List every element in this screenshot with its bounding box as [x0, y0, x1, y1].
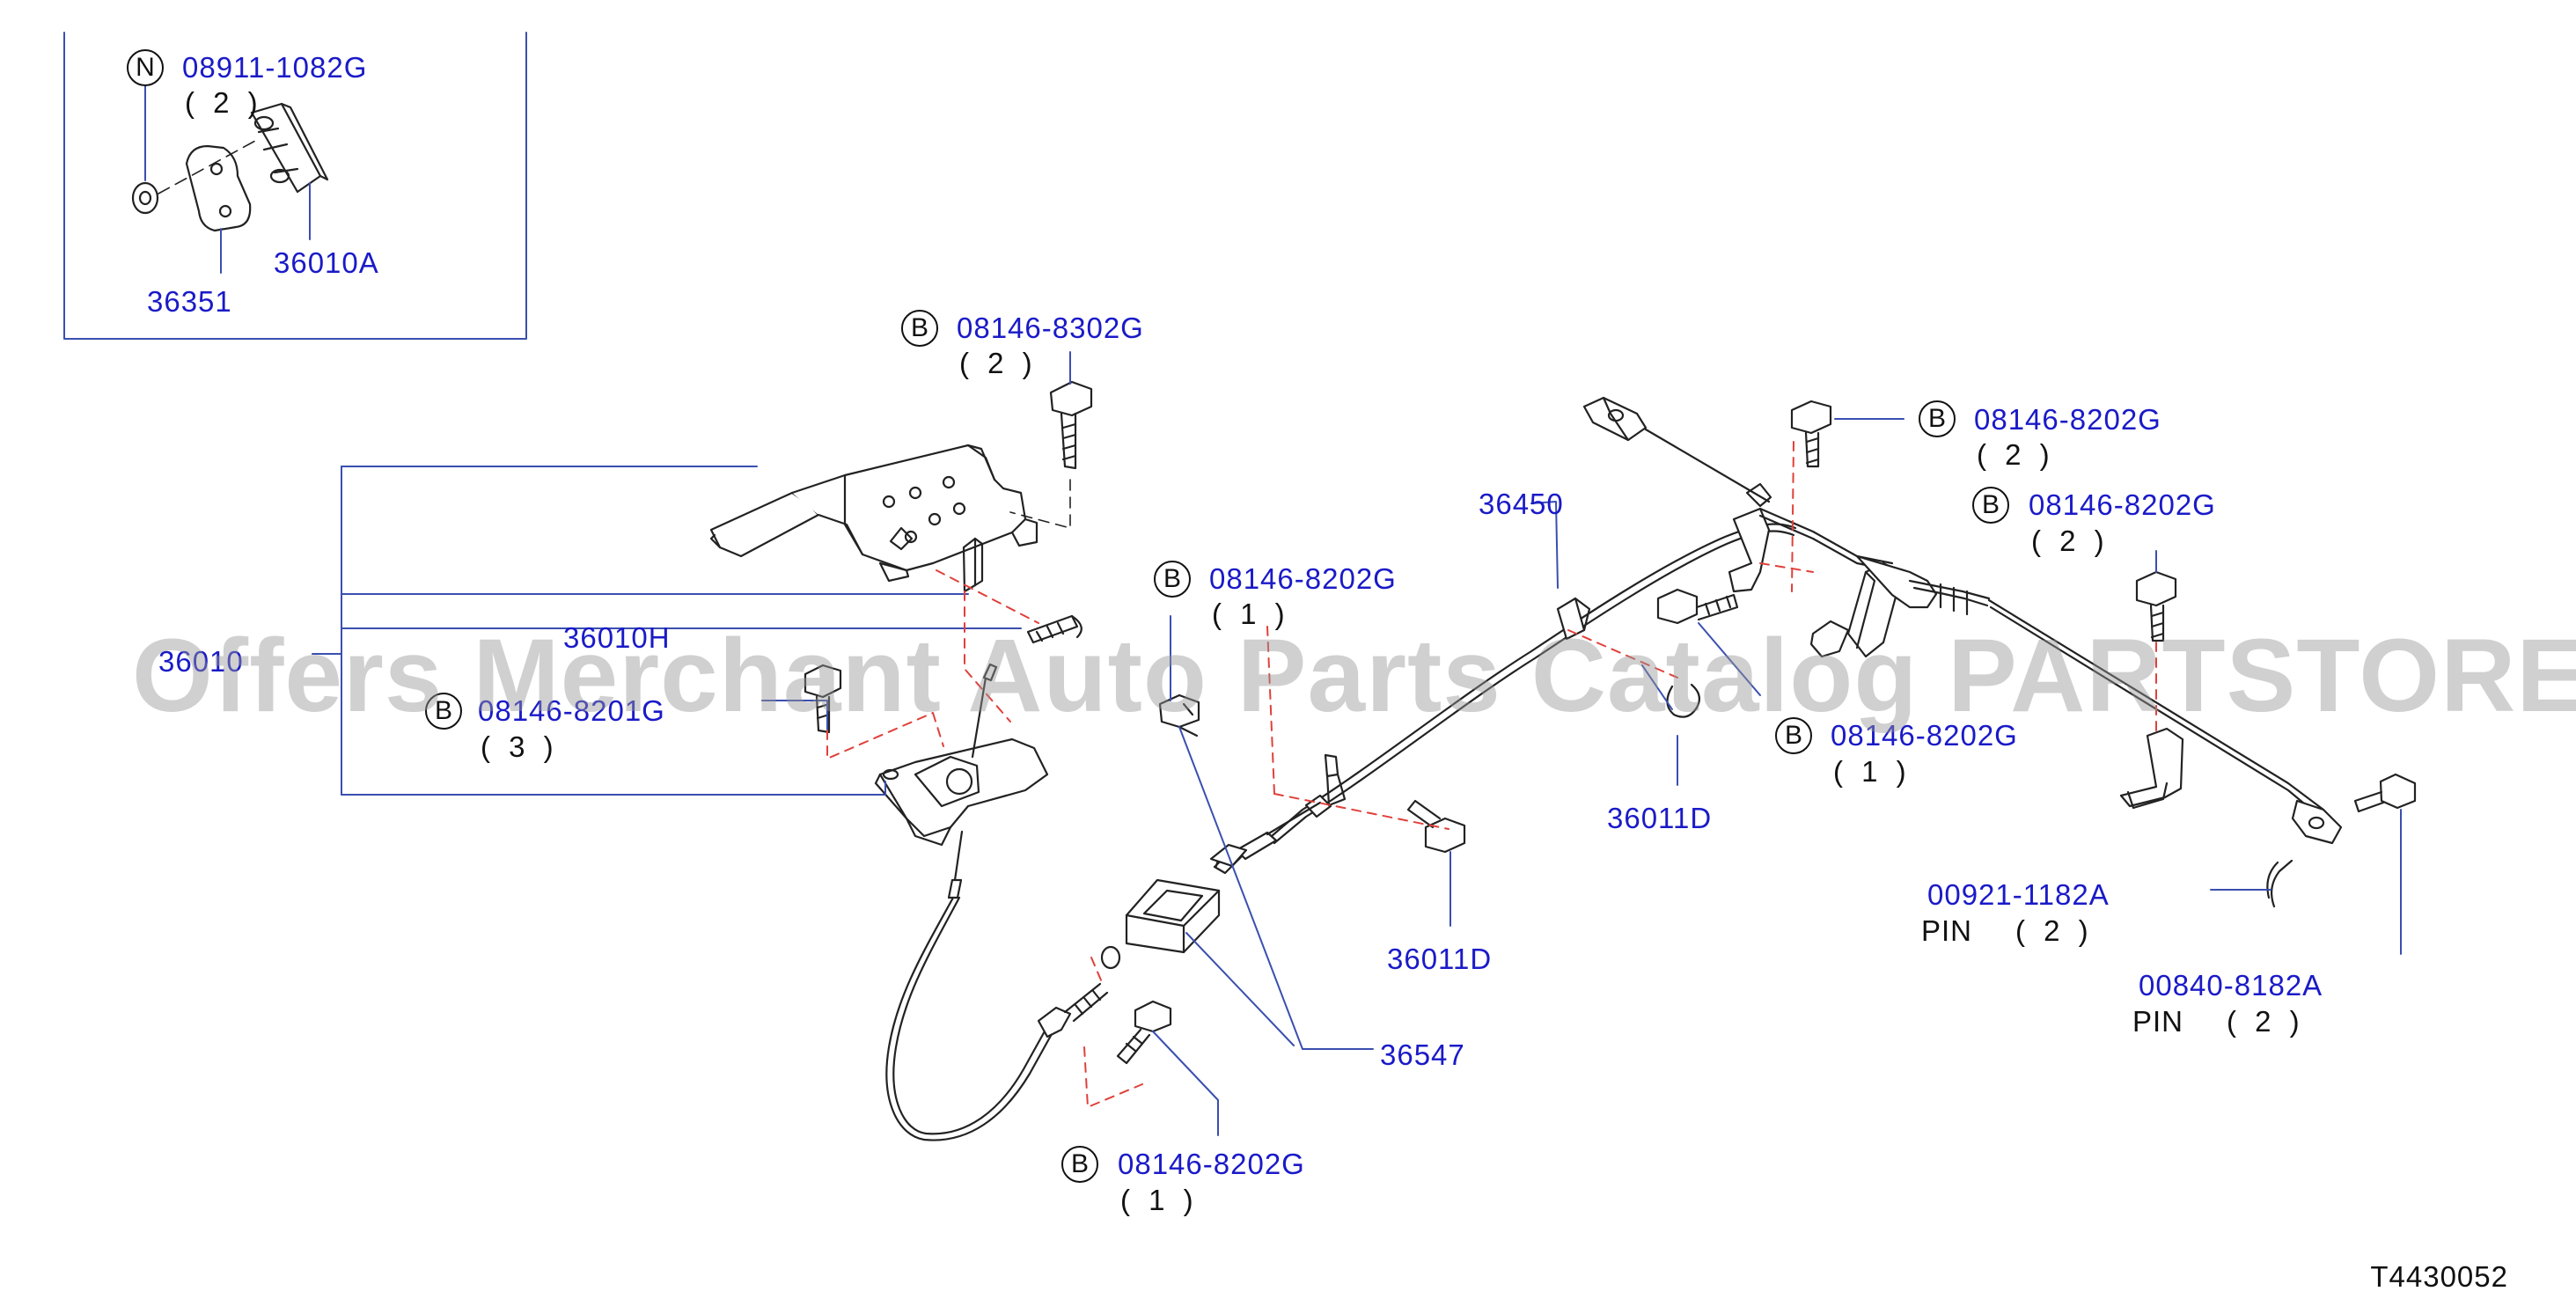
- part-number-08911-1082g[interactable]: 08911-1082G: [182, 51, 368, 84]
- grommet-36547: [1125, 878, 1221, 954]
- front-cable: [885, 663, 1109, 1141]
- part-number-36351[interactable]: 36351: [147, 285, 232, 318]
- badge-b-8202-a: B: [1154, 561, 1191, 598]
- badge-b-8201: B: [425, 693, 462, 730]
- qty-00840: ( 2 ): [2227, 1005, 2305, 1038]
- equalizer-bracket: [874, 737, 1049, 847]
- part-number-08146-8302g[interactable]: 08146-8302G: [957, 312, 1144, 344]
- bolt-8202-right: [2135, 570, 2177, 642]
- inset-frame: [63, 32, 527, 340]
- part-number-08146-8202g-a[interactable]: 08146-8202G: [1209, 562, 1397, 595]
- group-36010-lines: [312, 466, 1022, 796]
- clip-36011d: [1666, 683, 1701, 718]
- part-number-36450[interactable]: 36450: [1479, 488, 1564, 520]
- qty-00921: ( 2 ): [2015, 914, 2094, 947]
- pin-00921: [2266, 859, 2293, 908]
- pin-00840: [2353, 773, 2417, 813]
- plate-36351: [185, 144, 252, 232]
- part-number-36010[interactable]: 36010: [158, 645, 244, 678]
- badge-b-8202-e: B: [1775, 717, 1812, 754]
- qty-8202-b: ( 1 ): [1120, 1184, 1199, 1216]
- pin-label-00840: PIN: [2132, 1005, 2184, 1038]
- qty-8202-a: ( 1 ): [1212, 598, 1290, 630]
- bolt-8302: [1049, 380, 1093, 470]
- badge-b-8302: B: [901, 310, 938, 347]
- nut-n: [131, 181, 159, 215]
- part-number-08146-8202g-e[interactable]: 08146-8202G: [1831, 719, 2018, 752]
- screw-36010h: [1026, 614, 1083, 644]
- qty-8202-e: ( 1 ): [1833, 755, 1912, 788]
- part-number-08146-8202g-b[interactable]: 08146-8202G: [1118, 1148, 1305, 1180]
- part-number-36010h[interactable]: 36010H: [563, 621, 671, 654]
- qty-8201: ( 3 ): [481, 730, 559, 763]
- parking-brake-lever: [709, 444, 1038, 593]
- qty-8202-d: ( 2 ): [2031, 525, 2110, 557]
- bolt-8201: [804, 664, 842, 734]
- pin-label-00921: PIN: [1921, 914, 1973, 947]
- rear-clevis-left: [1582, 396, 1771, 503]
- bolt-8202-upper-right: [1790, 400, 1832, 468]
- part-number-08146-8201g[interactable]: 08146-8201G: [478, 694, 665, 727]
- qty-8202-c: ( 2 ): [1977, 438, 2055, 471]
- part-number-00921-1182a[interactable]: 00921-1182A: [1927, 878, 2110, 911]
- leader-lines: [826, 351, 2402, 1136]
- badge-b-8202-c: B: [1919, 400, 1956, 437]
- right-rear-cable: [1855, 554, 2343, 845]
- part-number-08146-8202g-c[interactable]: 08146-8202G: [1974, 403, 2161, 436]
- badge-b-8202-b: B: [1061, 1146, 1098, 1183]
- part-number-08146-8202g-d[interactable]: 08146-8202G: [2029, 488, 2216, 521]
- bolt-8202-mid: [1158, 693, 1200, 737]
- part-number-36010a[interactable]: 36010A: [274, 246, 379, 279]
- lever-bracket-36010a: [250, 102, 329, 194]
- bolt-36011d-left: [1656, 588, 1739, 625]
- cable-nut: [1100, 945, 1121, 970]
- rear-bracket-right: [2119, 727, 2184, 810]
- badge-n-08911: N: [127, 49, 164, 86]
- qty-8302: ( 2 ): [959, 347, 1038, 379]
- dash-8302: [1009, 479, 1071, 529]
- part-number-36011d-a[interactable]: 36011D: [1607, 802, 1713, 834]
- part-number-00840-8182a[interactable]: 00840-8182A: [2139, 969, 2323, 1002]
- part-number-36011d-b[interactable]: 36011D: [1387, 943, 1493, 975]
- badge-b-8202-d: B: [1972, 487, 2009, 524]
- diagram-code: T4430052: [2370, 1260, 2508, 1293]
- part-number-36547[interactable]: 36547: [1380, 1038, 1465, 1071]
- bolt-8202-bottom: [1116, 1000, 1172, 1065]
- alignment-dashes: [826, 441, 2157, 1108]
- qty-08911: ( 2 ): [185, 86, 263, 119]
